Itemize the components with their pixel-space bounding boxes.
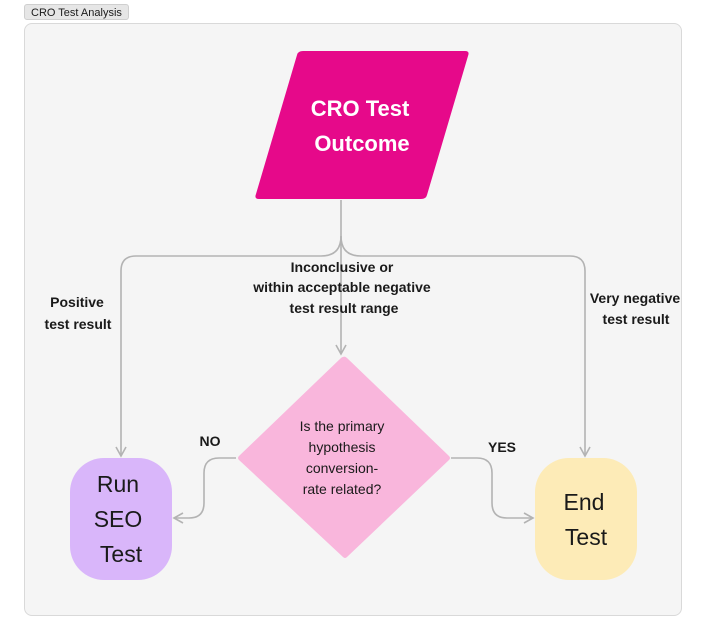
inconclusive-label-line2: within acceptable negative — [252, 279, 431, 295]
edge-label-positive: Positive test result — [45, 294, 112, 332]
end-test-shape — [535, 458, 637, 580]
end-test-text-line2: Test — [565, 524, 608, 550]
decision-node[interactable]: Is the primary hypothesis conversion- ra… — [238, 356, 450, 558]
edge-label-very-negative: Very negative test result — [590, 290, 680, 327]
outcome-node[interactable]: CRO Test Outcome — [255, 51, 469, 199]
positive-label-line2: test result — [45, 316, 112, 332]
inconclusive-label-line3: test result range — [290, 300, 399, 316]
outcome-shape — [255, 51, 469, 199]
frame-title-tag[interactable]: CRO Test Analysis — [24, 4, 129, 20]
decision-text-line1: Is the primary — [300, 418, 385, 434]
inconclusive-label-line1: Inconclusive or — [291, 259, 394, 275]
decision-text-line4: rate related? — [303, 481, 382, 497]
connector-decision-yes — [451, 457, 535, 524]
very-negative-label-line1: Very negative — [590, 290, 680, 306]
end-test-node[interactable]: End Test — [535, 458, 637, 580]
edge-label-yes: YES — [488, 439, 516, 455]
run-seo-text-line3: Test — [100, 541, 143, 567]
decision-text-line3: conversion- — [306, 460, 379, 476]
outcome-title-line2: Outcome — [314, 131, 409, 156]
connector-outcome-to-run-seo — [115, 235, 342, 458]
outcome-title-line1: CRO Test — [311, 96, 410, 121]
edge-label-no: NO — [200, 433, 221, 449]
run-seo-node[interactable]: Run SEO Test — [70, 458, 172, 580]
connector-decision-no — [172, 457, 236, 524]
end-test-text-line1: End — [564, 489, 605, 515]
run-seo-text-line1: Run — [97, 471, 139, 497]
run-seo-shape — [70, 458, 172, 580]
edge-label-inconclusive: Inconclusive or within acceptable negati… — [252, 259, 431, 316]
positive-label-line1: Positive — [50, 294, 104, 310]
very-negative-label-line2: test result — [603, 311, 670, 327]
connectors — [115, 200, 591, 524]
connector-outcome-to-end-test — [340, 235, 591, 458]
run-seo-text-line2: SEO — [94, 506, 143, 532]
decision-shape — [238, 356, 450, 558]
decision-text-line2: hypothesis — [309, 439, 376, 455]
